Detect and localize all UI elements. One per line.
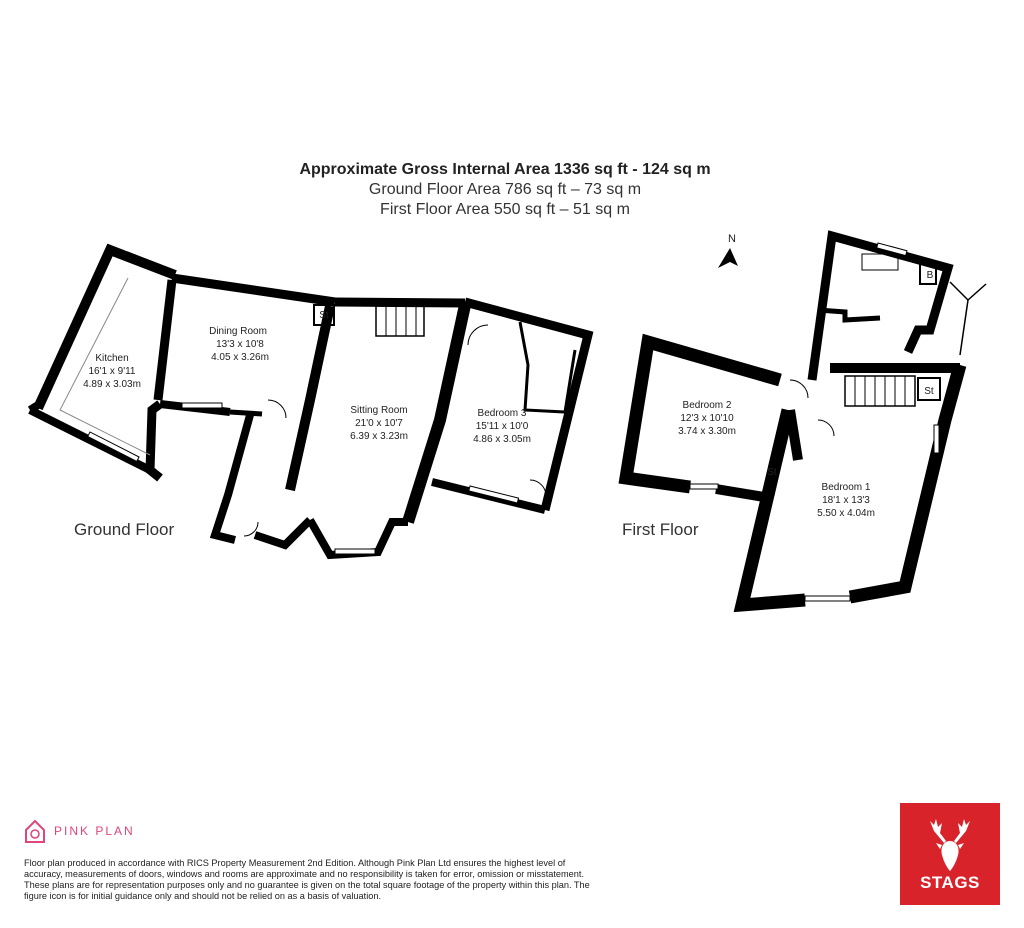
svg-text:13'3 x 10'8: 13'3 x 10'8	[216, 339, 264, 350]
ground-floor-walls	[27, 243, 594, 560]
svg-text:4.86 x 3.05m: 4.86 x 3.05m	[473, 434, 531, 445]
pink-plan-logo: PINK PLAN	[24, 818, 135, 844]
dining-room-name-center: Dining Room	[209, 326, 267, 337]
stag-head-icon	[930, 819, 970, 871]
svg-text:4.05 x 3.26m: 4.05 x 3.26m	[211, 352, 269, 363]
north-compass-icon: N	[718, 233, 738, 268]
first-floor-label: First Floor	[622, 520, 699, 539]
svg-text:12'3 x 10'10: 12'3 x 10'10	[680, 413, 734, 424]
svg-text:N: N	[728, 233, 736, 245]
ground-floor-windows	[87, 402, 520, 555]
bedroom-1-label: Bedroom 1 18'1 x 13'3 5.50 x 4.04m	[817, 482, 875, 519]
stags-logo: STAGS	[900, 803, 1000, 905]
svg-text:18'1 x 13'3: 18'1 x 13'3	[822, 495, 870, 506]
first-floor-windows	[689, 242, 940, 602]
store-label-ground: St	[319, 310, 329, 321]
dining-room-label: 13'3 x 10'8 4.05 x 3.26m	[211, 339, 269, 363]
stags-brand-text: STAGS	[920, 873, 980, 892]
first-floor-area: First Floor Area 550 sq ft – 51 sq m	[380, 201, 630, 218]
kitchen-label: Kitchen 16'1 x 9'11 4.89 x 3.03m	[83, 353, 141, 390]
svg-text:Kitchen: Kitchen	[95, 353, 128, 364]
svg-text:5.50 x 4.04m: 5.50 x 4.04m	[817, 508, 875, 519]
svg-text:Bedroom 3: Bedroom 3	[478, 408, 527, 419]
boiler-label: B	[927, 270, 934, 281]
store-label-landing: St	[924, 386, 934, 397]
area-summary: Approximate Gross Internal Area 1336 sq …	[0, 160, 1010, 220]
bedroom-3-label: Bedroom 3 15'11 x 10'0 4.86 x 3.05m	[473, 408, 531, 445]
svg-text:6.39 x 3.23m: 6.39 x 3.23m	[350, 431, 408, 442]
pink-plan-house-icon	[25, 819, 45, 843]
svg-text:4.89 x 3.03m: 4.89 x 3.03m	[83, 379, 141, 390]
ground-floor-label: Ground Floor	[74, 520, 175, 539]
svg-text:Bedroom 1: Bedroom 1	[822, 482, 871, 493]
bedroom-2-label: Bedroom 2 12'3 x 10'10 3.74 x 3.30m	[678, 400, 736, 437]
gross-area-title: Approximate Gross Internal Area 1336 sq …	[299, 161, 711, 178]
pink-plan-brand-text: PINK PLAN	[54, 824, 135, 838]
svg-text:16'1 x 9'11: 16'1 x 9'11	[88, 366, 135, 377]
svg-text:Sitting Room: Sitting Room	[350, 405, 407, 416]
disclaimer-text: Floor plan produced in accordance with R…	[24, 858, 590, 901]
svg-text:21'0 x 10'7: 21'0 x 10'7	[355, 418, 403, 429]
svg-text:15'11 x 10'0: 15'11 x 10'0	[476, 421, 529, 432]
svg-text:Bedroom 2: Bedroom 2	[683, 400, 732, 411]
svg-text:3.74 x 3.30m: 3.74 x 3.30m	[678, 426, 736, 437]
first-floor-walls	[618, 230, 987, 613]
ground-floor-area: Ground Floor Area 786 sq ft – 73 sq m	[368, 181, 642, 198]
store-label-bedroom: St	[767, 467, 777, 478]
sitting-room-label: Sitting Room 21'0 x 10'7 6.39 x 3.23m	[350, 405, 408, 442]
